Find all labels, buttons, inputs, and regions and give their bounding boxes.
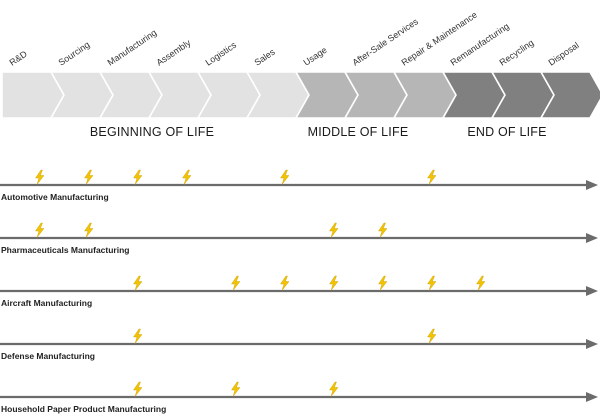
lightning-bolt-icon	[84, 169, 94, 185]
lightning-bolt-icon	[329, 275, 339, 291]
lightning-bolt-icon	[280, 169, 290, 185]
industry-label: Pharmaceuticals Manufacturing	[1, 245, 129, 255]
lightning-bolt-icon	[329, 381, 339, 397]
lightning-bolt-icon	[231, 275, 241, 291]
lightning-bolt-icon	[427, 328, 437, 344]
lightning-bolt-icon	[133, 328, 143, 344]
stage-label-assembly: Assembly	[155, 37, 193, 67]
lightning-bolt-icon	[133, 169, 143, 185]
industry-row-pharmaceuticals-manufacturing: Pharmaceuticals Manufacturing	[0, 222, 598, 255]
value-chain-stages	[1, 71, 600, 119]
industry-label: Defense Manufacturing	[1, 351, 95, 361]
lightning-bolt-icon	[378, 222, 388, 238]
lightning-bolt-icon	[182, 169, 192, 185]
stage-label-randd: R&D	[8, 48, 30, 67]
lightning-bolt-icon	[133, 275, 143, 291]
lightning-bolt-icon	[133, 381, 143, 397]
arrowhead-icon	[586, 180, 598, 190]
industry-row-aircraft-manufacturing: Aircraft Manufacturing	[0, 275, 598, 308]
industry-row-defense-manufacturing: Defense Manufacturing	[0, 328, 598, 361]
stage-label-disposal: Disposal	[547, 40, 581, 68]
industry-row-household-paper-product-manufacturing: Household Paper Product Manufacturing	[0, 381, 598, 414]
industry-label: Household Paper Product Manufacturing	[1, 404, 166, 414]
arrowhead-icon	[586, 392, 598, 402]
stage-chevron-disposal	[539, 71, 600, 119]
industry-label: Aircraft Manufacturing	[1, 298, 92, 308]
lightning-bolt-icon	[280, 275, 290, 291]
lightning-bolt-icon	[84, 222, 94, 238]
lightning-bolt-icon	[476, 275, 486, 291]
industry-row-automotive-manufacturing: Automotive Manufacturing	[0, 169, 598, 202]
phase-labels: BEGINNING OF LIFE MIDDLE OF LIFE END OF …	[90, 125, 547, 139]
stage-label-logistics: Logistics	[204, 40, 239, 68]
lightning-bolt-icon	[35, 222, 45, 238]
arrowhead-icon	[586, 339, 598, 349]
phase-label-end: END OF LIFE	[467, 125, 546, 139]
stage-label-sales: Sales	[253, 46, 278, 67]
stage-label-usage: Usage	[302, 45, 329, 68]
lightning-bolt-icon	[35, 169, 45, 185]
stage-label-recycling: Recycling	[498, 38, 536, 68]
industry-rows: Automotive ManufacturingPharmaceuticals …	[0, 169, 598, 414]
arrowhead-icon	[586, 286, 598, 296]
stage-label-manufacturing: Manufacturing	[106, 27, 159, 67]
phase-label-beginning: BEGINNING OF LIFE	[90, 125, 214, 139]
lightning-bolt-icon	[329, 222, 339, 238]
stage-label-sourcing: Sourcing	[57, 39, 92, 67]
phase-label-middle: MIDDLE OF LIFE	[308, 125, 409, 139]
industry-label: Automotive Manufacturing	[1, 192, 109, 202]
lightning-bolt-icon	[378, 275, 388, 291]
lightning-bolt-icon	[427, 275, 437, 291]
lightning-bolt-icon	[427, 169, 437, 185]
lightning-bolt-icon	[231, 381, 241, 397]
arrowhead-icon	[586, 233, 598, 243]
